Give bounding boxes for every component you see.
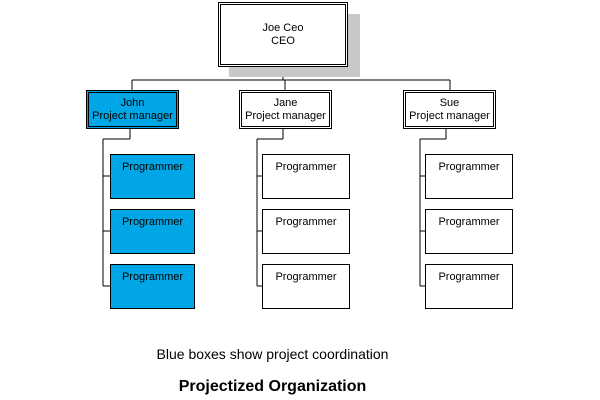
programmer-label: Programmer xyxy=(275,161,337,173)
ceo-role: CEO xyxy=(271,34,295,47)
manager-role: Project manager xyxy=(245,109,326,122)
diagram-title: Projectized Organization xyxy=(178,378,367,395)
programmer-box: Programmer xyxy=(425,264,513,309)
manager-role: Project manager xyxy=(409,109,490,122)
programmer-box: Programmer xyxy=(110,264,195,309)
ceo-box: Joe Ceo CEO xyxy=(218,2,348,67)
ceo-name: Joe Ceo xyxy=(262,21,304,34)
programmer-label: Programmer xyxy=(275,271,337,283)
programmer-box: Programmer xyxy=(262,209,350,254)
programmer-label: Programmer xyxy=(121,271,184,283)
programmer-box: Programmer xyxy=(425,154,513,199)
programmer-box: Programmer xyxy=(425,209,513,254)
manager-box-john: John Project manager xyxy=(86,90,179,129)
programmer-label: Programmer xyxy=(121,216,184,228)
programmer-box: Programmer xyxy=(262,264,350,309)
programmer-box: Programmer xyxy=(110,154,195,199)
programmer-box: Programmer xyxy=(262,154,350,199)
diagram-caption: Blue boxes show project coordination xyxy=(156,346,389,362)
programmer-label: Programmer xyxy=(438,271,500,283)
programmer-label: Programmer xyxy=(438,161,500,173)
programmer-label: Programmer xyxy=(121,161,184,173)
manager-box-sue: Sue Project manager xyxy=(403,90,496,129)
manager-name: Sue xyxy=(439,96,460,109)
manager-role: Project manager xyxy=(92,109,173,122)
manager-name: John xyxy=(120,96,145,109)
programmer-label: Programmer xyxy=(438,216,500,228)
programmer-box: Programmer xyxy=(110,209,195,254)
programmer-label: Programmer xyxy=(275,216,337,228)
manager-name: Jane xyxy=(273,96,298,109)
manager-box-jane: Jane Project manager xyxy=(239,90,332,129)
